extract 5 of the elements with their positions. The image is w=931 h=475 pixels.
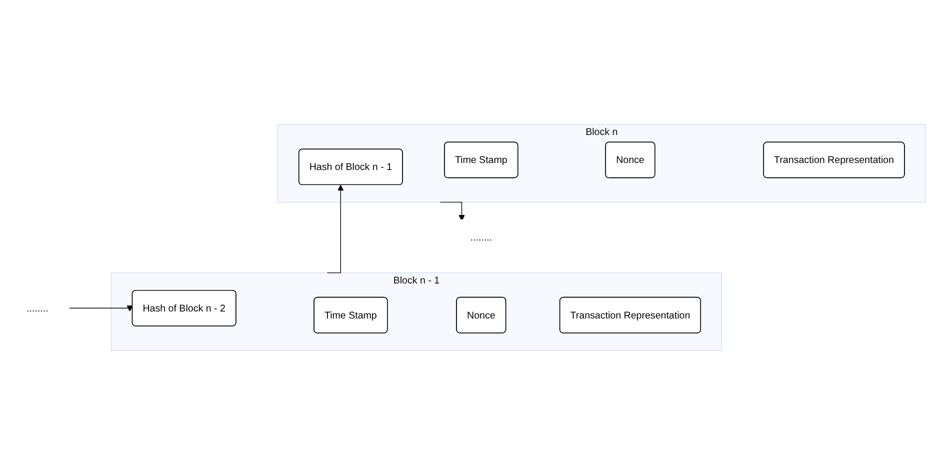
arrow <box>326 184 344 274</box>
arrow <box>440 202 465 222</box>
node-text: ........ <box>26 302 48 314</box>
node-text: ........ <box>470 232 492 243</box>
arrow <box>68 305 133 312</box>
